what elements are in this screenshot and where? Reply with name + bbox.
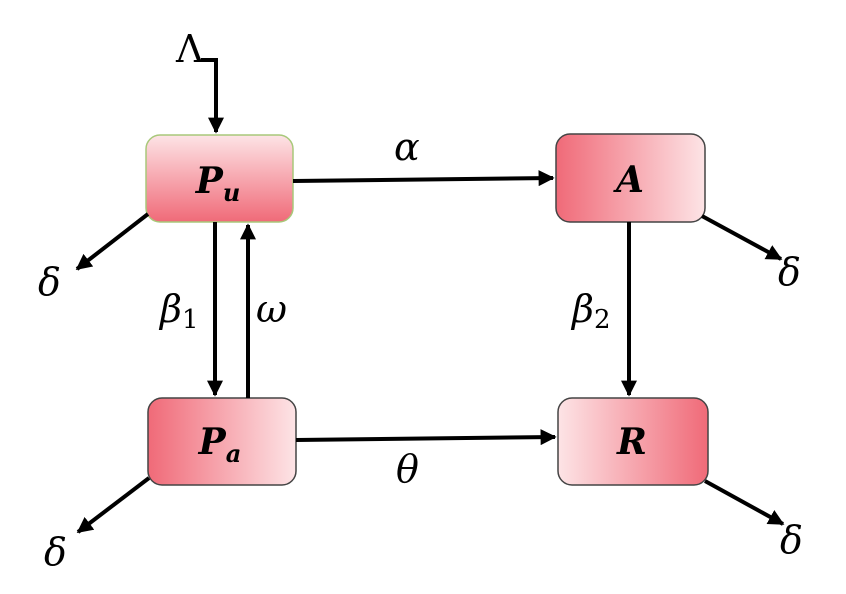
label-delta-r: δ <box>780 518 803 562</box>
label-delta-pu: δ <box>38 260 61 304</box>
label-beta2-sym: β <box>570 287 594 331</box>
label-beta1-sym: β <box>158 287 182 331</box>
label-theta: θ <box>396 447 419 491</box>
arrow-theta <box>295 429 557 446</box>
compartment-r: R <box>557 397 709 486</box>
label-inflow: Λ <box>175 27 204 71</box>
arrow-inflow <box>201 58 224 134</box>
label-r: R <box>616 421 647 463</box>
compartment-a: A <box>555 133 706 223</box>
label-beta2: β2 <box>570 287 611 335</box>
label-a: A <box>613 159 644 201</box>
label-pa-sub: a <box>226 439 242 468</box>
label-beta1: β1 <box>158 287 199 335</box>
label-pu-sub: u <box>223 178 240 207</box>
label-delta-pa: δ <box>44 530 67 574</box>
arrow-delta-r <box>704 479 785 526</box>
box-r <box>557 397 709 486</box>
label-pa-main: P <box>198 421 227 463</box>
arrow-delta-a <box>701 214 783 261</box>
label-beta1-sub: 1 <box>182 305 199 335</box>
box-pa <box>147 397 297 486</box>
arrow-delta-pu <box>75 212 150 271</box>
label-delta-a: δ <box>778 250 801 294</box>
label-omega: ω <box>256 287 287 331</box>
label-alpha: α <box>394 125 420 169</box>
label-beta2-sub: 2 <box>594 305 611 335</box>
box-pu <box>145 134 294 223</box>
arrow-delta-pa <box>76 476 151 534</box>
arrow-alpha <box>292 170 555 187</box>
label-pa: Pa <box>198 421 242 468</box>
label-pu: Pu <box>195 160 241 207</box>
compartment-pa: Pa <box>147 397 297 486</box>
compartment-pu: Pu <box>145 134 294 223</box>
label-pu-main: P <box>195 160 224 202</box>
